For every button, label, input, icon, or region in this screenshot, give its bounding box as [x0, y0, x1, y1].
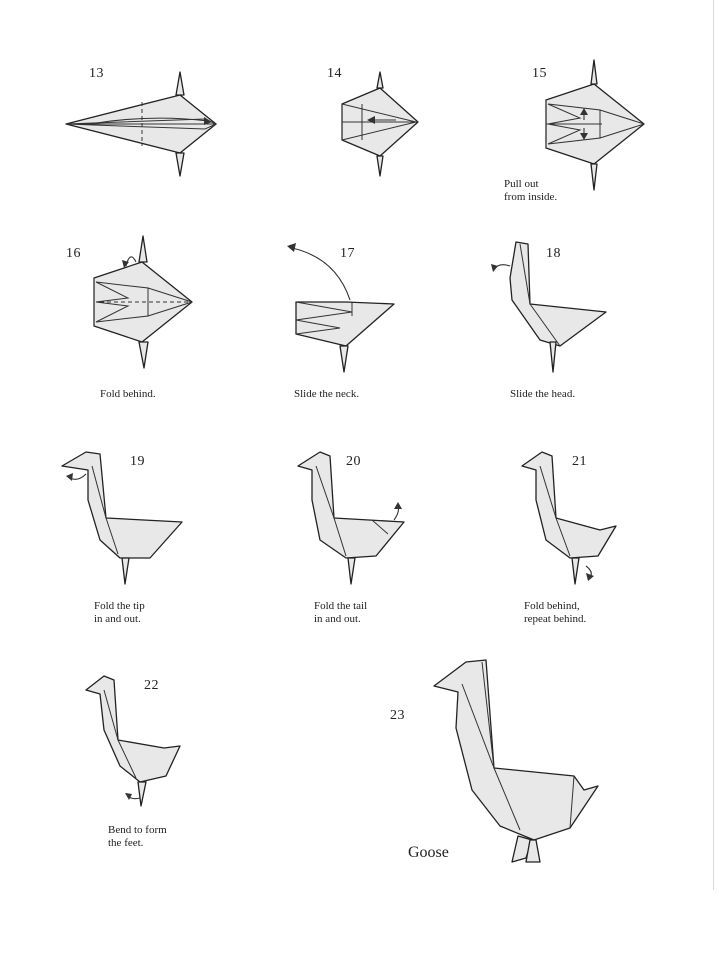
step-13-figure	[65, 71, 218, 177]
step-20-number: 20	[346, 454, 361, 469]
caption-line: Fold behind,	[524, 600, 580, 612]
step-16-figure	[93, 235, 193, 369]
step-19-figure	[61, 451, 183, 585]
step-19-caption: Fold the tip in and out.	[94, 600, 145, 626]
step-21-number: 21	[572, 454, 587, 469]
step-15-caption: Pull out from inside.	[504, 178, 557, 204]
caption-line: Slide the neck.	[294, 388, 360, 400]
caption-line: repeat behind.	[524, 613, 587, 625]
step-16-number: 16	[66, 246, 81, 261]
step-15-figure	[545, 59, 645, 191]
step-18-figure	[491, 241, 607, 373]
step-20-caption: Fold the tail in and out.	[314, 600, 367, 626]
step-22-caption: Bend to form the feet.	[108, 824, 167, 850]
caption-line: the feet.	[108, 837, 144, 849]
step-19-number: 19	[130, 454, 145, 469]
step-18-number: 18	[546, 246, 561, 261]
caption-line: in and out.	[94, 613, 141, 625]
step-20-figure	[297, 451, 405, 585]
caption-line: Fold the tip	[94, 600, 145, 612]
caption-line: Slide the head.	[510, 388, 576, 400]
caption-line: Fold the tail	[314, 600, 368, 612]
caption-line: Fold behind.	[100, 388, 156, 400]
step-15-number: 15	[532, 66, 547, 81]
caption-line: from inside.	[504, 191, 558, 203]
step-22-figure	[85, 675, 181, 807]
step-17-figure	[287, 243, 395, 373]
caption-line: Pull out	[504, 178, 539, 190]
step-17-number: 17	[340, 246, 355, 261]
page-edge-line	[713, 0, 714, 890]
step-21-caption: Fold behind, repeat behind.	[524, 600, 586, 626]
final-model-title: Goose	[408, 844, 449, 861]
step-23-number: 23	[390, 708, 405, 723]
step-14-number: 14	[327, 66, 342, 81]
step-17-caption: Slide the neck.	[294, 388, 359, 401]
step-22-number: 22	[144, 678, 159, 693]
step-21-figure	[521, 451, 617, 585]
step-14-figure	[341, 71, 419, 177]
step-18-caption: Slide the head.	[510, 388, 575, 401]
step-23-figure	[433, 659, 599, 863]
step-13-number: 13	[89, 66, 104, 81]
step-16-caption: Fold behind.	[100, 388, 156, 401]
caption-line: Bend to form	[108, 824, 167, 836]
caption-line: in and out.	[314, 613, 361, 625]
